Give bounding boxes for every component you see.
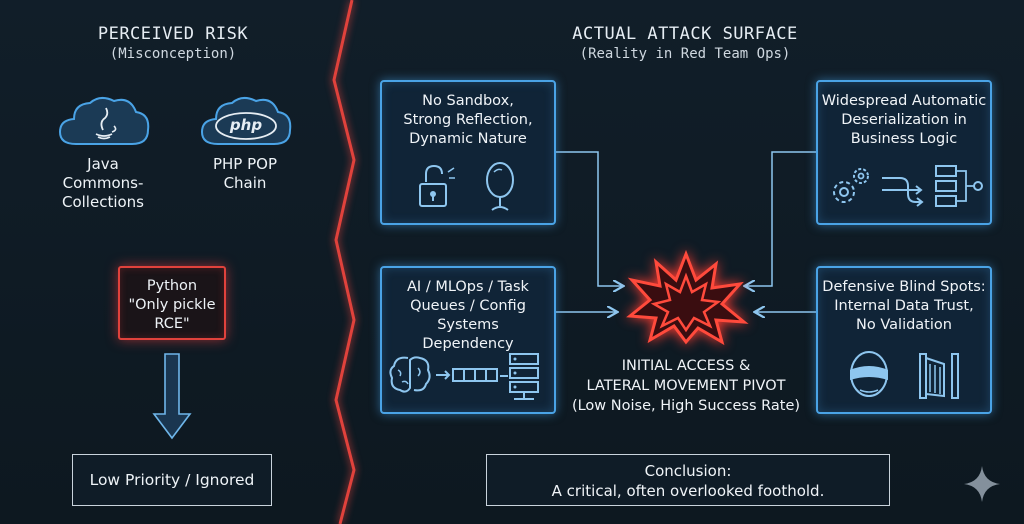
down-arrow-icon — [152, 353, 192, 440]
java-label-line3: Collections — [61, 193, 144, 211]
no-sandbox-box: No Sandbox, Strong Reflection, Dynamic N… — [380, 80, 556, 225]
deserialization-text: Widespread Automatic Deserialization in … — [818, 92, 990, 149]
blind-spots-line1: Defensive Blind Spots: — [822, 279, 986, 295]
mlops-line2: Queues / Config Systems — [410, 298, 526, 333]
low-priority-box: Low Priority / Ignored — [72, 454, 272, 506]
explosion-icon — [626, 249, 749, 346]
open-gate-icon — [919, 353, 959, 399]
conclusion-box: Conclusion: A critical, often overlooked… — [486, 454, 890, 506]
center-line2: LATERAL MOVEMENT PIVOT — [586, 378, 786, 394]
java-cloud-icon — [58, 97, 150, 145]
unlocked-padlock-icon — [419, 164, 455, 207]
python-line2: "Only pickle — [128, 297, 216, 313]
conclusion-line2: A critical, often overlooked foothold. — [551, 482, 825, 500]
server-stack-icon — [500, 353, 539, 400]
no-sandbox-line3: Dynamic Nature — [409, 131, 527, 147]
right-title: ACTUAL ATTACK SURFACE — [572, 24, 798, 44]
blind-spots-line2: Internal Data Trust, — [834, 298, 974, 314]
queue-icon — [436, 368, 498, 382]
mirror-icon — [486, 162, 514, 211]
right-subtitle: (Reality in Red Team Ops) — [579, 46, 791, 62]
flow-arrows-icon — [882, 177, 924, 207]
center-line3: (Low Noise, High Success Rate) — [571, 398, 801, 414]
php-label: PHP POP Chain — [185, 155, 305, 193]
php-label-line2: Chain — [223, 174, 267, 192]
mlops-box: AI / MLOps / Task Queues / Config System… — [380, 266, 556, 414]
gears-icon — [833, 168, 869, 203]
php-logo: php — [229, 116, 263, 134]
database-records-icon — [935, 165, 983, 207]
blind-spots-box: Defensive Blind Spots: Internal Data Tru… — [816, 266, 992, 414]
php-cloud-icon — [200, 97, 292, 145]
deserialization-box: Widespread Automatic Deserialization in … — [816, 80, 992, 225]
low-priority-text: Low Priority / Ignored — [89, 471, 255, 489]
blind-spots-text: Defensive Blind Spots: Internal Data Tru… — [818, 278, 990, 335]
no-sandbox-text: No Sandbox, Strong Reflection, Dynamic N… — [382, 92, 554, 149]
conclusion-text: Conclusion: A critical, often overlooked… — [487, 461, 889, 501]
left-subtitle: (Misconception) — [109, 46, 237, 62]
mlops-line1: AI / MLOps / Task — [407, 279, 529, 295]
python-box: Python "Only pickle RCE" — [118, 266, 226, 340]
no-sandbox-line2: Strong Reflection, — [403, 112, 533, 128]
brain-icon — [389, 356, 431, 393]
conclusion-line1: Conclusion: — [644, 462, 732, 480]
mlops-text: AI / MLOps / Task Queues / Config System… — [382, 278, 554, 354]
python-box-text: Python "Only pickle RCE" — [120, 277, 224, 334]
python-line1: Python — [146, 278, 198, 294]
sparkle-icon — [964, 466, 1000, 502]
python-line3: RCE" — [154, 316, 190, 332]
deserialization-line2: Deserialization in — [841, 112, 967, 128]
java-label-line2: Commons- — [62, 174, 144, 192]
center-text: INITIAL ACCESS & LATERAL MOVEMENT PIVOT … — [556, 356, 816, 416]
blind-spots-line3: No Validation — [856, 317, 952, 333]
blindfolded-head-icon — [850, 351, 888, 397]
deserialization-line3: Business Logic — [850, 131, 958, 147]
mlops-line3: Dependency — [422, 336, 514, 352]
no-sandbox-line1: No Sandbox, — [422, 93, 514, 109]
deserialization-line1: Widespread Automatic — [821, 93, 987, 109]
left-title: PERCEIVED RISK — [97, 24, 249, 44]
java-label-line1: Java — [87, 155, 119, 173]
php-label-line1: PHP POP — [212, 155, 278, 173]
java-label: Java Commons- Collections — [40, 155, 166, 212]
center-line1: INITIAL ACCESS & — [621, 358, 751, 374]
